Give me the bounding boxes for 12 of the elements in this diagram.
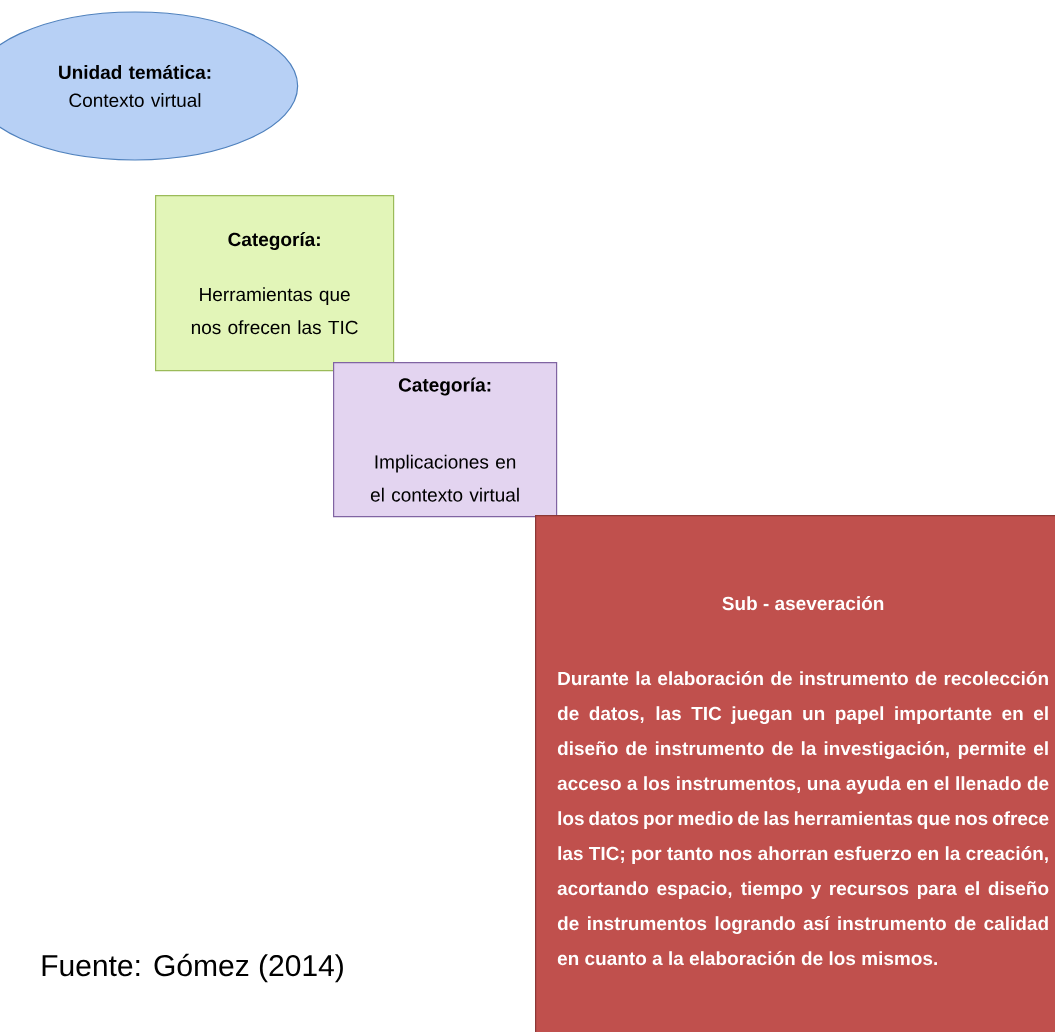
body-text: Implicaciones en el contexto virtual: [370, 454, 519, 502]
body-text: Durante la elaboración de instrumento de recolección de datos, las TIC juegan un papel importante en el diseño de instrumento de la investigación, permite el acceso a los instrumentos, una ayuda en el llenado de los datos por medio de las herramientas que nos ofrece las TIC; por tanto nos ahorran esfuerzo en la creación, acortando espacio, tiempo y recursos para el diseño de instrumentos logrando así instrumento de calidad en cuanto a la elaboración de los mismos.: [557, 671, 1049, 966]
heading: Sub - aseveración: [722, 596, 884, 611]
category-box: [333, 362, 558, 518]
statement-box: [535, 515, 1055, 1032]
body-text: Herramientas que nos ofrecen las TIC: [191, 287, 358, 335]
category-box: [155, 195, 395, 372]
heading: Categoría:: [398, 377, 491, 396]
heading: Unidad temática:: [59, 64, 211, 80]
source-note: Fuente: Gómez (2014): [42, 953, 343, 983]
heading: Categoría:: [228, 232, 320, 250]
body-text: Contexto virtual: [69, 93, 201, 108]
